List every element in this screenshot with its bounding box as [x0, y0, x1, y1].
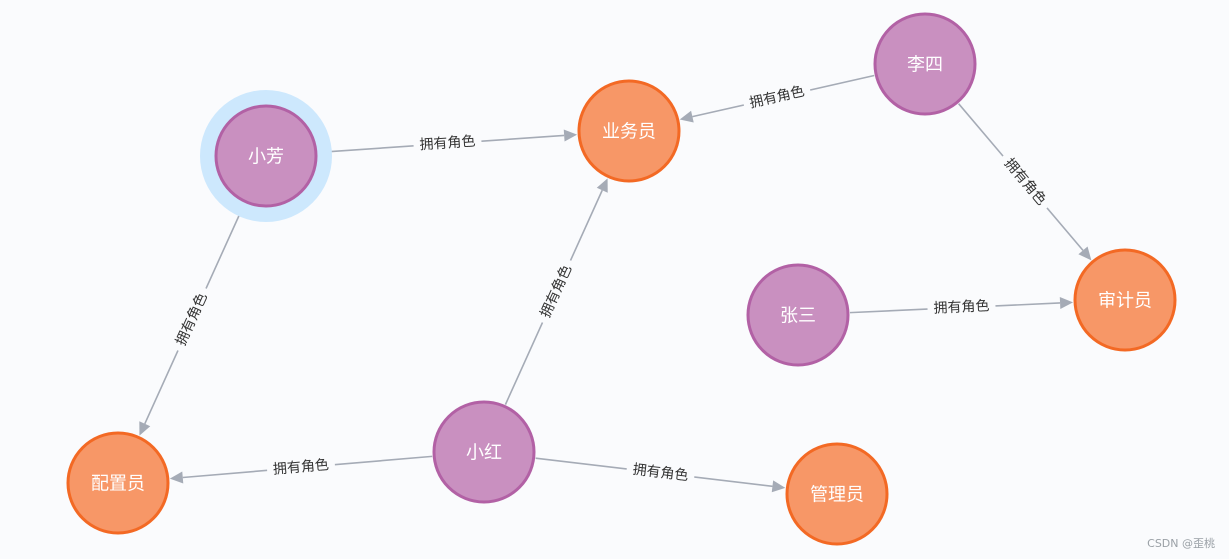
- arrow-head-icon: [139, 421, 151, 436]
- edges-layer: 拥有角色拥有角色拥有角色拥有角色拥有角色拥有角色拥有角色拥有角色: [139, 74, 1092, 493]
- edge-label-background: [995, 149, 1055, 215]
- node-circle: [214, 104, 318, 208]
- edge-label-group: 拥有角色: [741, 80, 813, 115]
- edge-label-group: 拥有角色: [927, 295, 996, 320]
- node-circle: [785, 442, 889, 546]
- arrow-head-icon: [169, 471, 184, 484]
- relationship-edge[interactable]: 拥有角色: [679, 74, 875, 123]
- edge-label-background: [412, 131, 483, 156]
- relationship-edge[interactable]: 拥有角色: [958, 103, 1092, 261]
- node-label: 管理员: [810, 485, 864, 506]
- edge-label-background: [625, 459, 696, 487]
- node-label: 张三: [780, 306, 816, 327]
- node-circle: [66, 431, 170, 535]
- relationship-edge[interactable]: 拥有角色: [849, 295, 1074, 320]
- edge-label: 拥有角色: [537, 262, 576, 320]
- arrow-head-icon: [1059, 296, 1074, 309]
- edge-label: 拥有角色: [419, 133, 476, 154]
- node-label: 配置员: [91, 474, 145, 495]
- edge-label: 拥有角色: [1001, 155, 1050, 209]
- edge-label-group: 拥有角色: [533, 256, 580, 327]
- role-node-peizhiyuan[interactable]: 配置员: [66, 431, 170, 535]
- arrow-head-icon: [1078, 246, 1092, 261]
- edge-label: 拥有角色: [632, 461, 690, 484]
- edge-label-background: [266, 454, 336, 481]
- person-node-xiaohong[interactable]: 小红: [432, 400, 536, 504]
- relationship-edge[interactable]: 拥有角色: [504, 178, 608, 405]
- arrow-head-icon: [679, 110, 694, 123]
- person-node-xiaofang[interactable]: 小芳: [200, 90, 332, 222]
- edge-label-background: [168, 284, 216, 355]
- edge-label: 拥有角色: [272, 456, 329, 478]
- arrow-head-icon: [596, 178, 608, 193]
- person-node-lisi[interactable]: 李四: [873, 12, 977, 116]
- relationship-edge[interactable]: 拥有角色: [317, 129, 578, 156]
- node-label: 审计员: [1098, 291, 1152, 312]
- role-node-guanliyuan[interactable]: 管理员: [785, 442, 889, 546]
- node-label: 小红: [466, 443, 502, 464]
- node-circle: [432, 400, 536, 504]
- node-circle: [873, 12, 977, 116]
- arrow-head-icon: [771, 480, 786, 493]
- node-circle: [577, 79, 681, 183]
- node-label: 业务员: [602, 122, 656, 143]
- role-node-shenjiyuan[interactable]: 审计员: [1073, 248, 1177, 352]
- edge-label-background: [741, 80, 813, 115]
- node-circle: [1073, 248, 1177, 352]
- arrow-head-icon: [563, 129, 578, 142]
- watermark-text: CSDN @歪桃: [1147, 537, 1215, 550]
- edge-label-group: 拥有角色: [625, 459, 696, 487]
- person-node-zhangsan[interactable]: 张三: [746, 263, 850, 367]
- node-label: 小芳: [248, 147, 284, 168]
- relationship-edge[interactable]: 拥有角色: [139, 203, 246, 436]
- edge-label-group: 拥有角色: [266, 454, 336, 481]
- node-circle: [746, 263, 850, 367]
- role-node-yewuyuan[interactable]: 业务员: [577, 79, 681, 183]
- edge-label-group: 拥有角色: [995, 149, 1055, 215]
- edge-label-background: [533, 256, 580, 327]
- relationship-edge[interactable]: 拥有角色: [535, 457, 786, 493]
- edge-label-group: 拥有角色: [168, 284, 216, 355]
- edge-label-background: [927, 295, 996, 320]
- relationship-edge[interactable]: 拥有角色: [169, 454, 433, 484]
- node-label: 李四: [907, 55, 943, 76]
- edge-label-group: 拥有角色: [412, 131, 483, 156]
- edge-label: 拥有角色: [172, 290, 211, 348]
- edge-label: 拥有角色: [933, 297, 990, 317]
